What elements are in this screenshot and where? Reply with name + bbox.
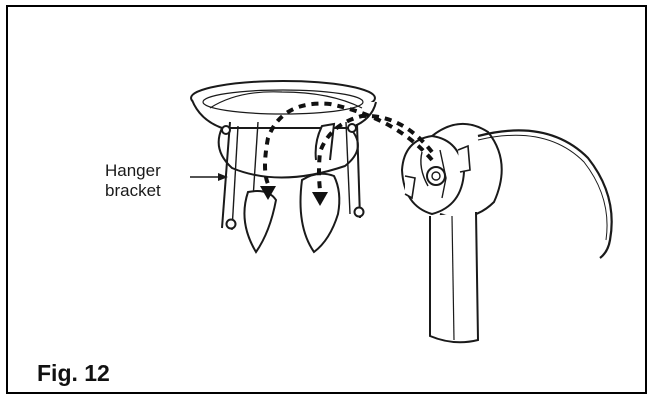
- power-cable: [477, 129, 613, 259]
- motion-arrowheads: [260, 186, 328, 206]
- ceiling-canopy: [190, 80, 377, 129]
- callout-leader: [190, 173, 228, 181]
- figure-caption: Fig. 12: [37, 360, 110, 386]
- motion-arrow-left: [263, 101, 434, 185]
- callout-arrowhead: [218, 173, 228, 181]
- hanger-bracket-label-line-2: bracket: [105, 181, 161, 200]
- fan-motor-pulley: [400, 122, 503, 218]
- motion-arrows: [263, 101, 434, 191]
- motion-arrow-right: [317, 113, 434, 191]
- arrowhead-left: [260, 186, 276, 200]
- arrowhead-right: [312, 192, 328, 206]
- hanger-bracket-label: Hanger bracket: [105, 161, 197, 201]
- hanger-bracket-label-line-1: Hanger: [105, 161, 161, 180]
- hook-tabs: [243, 122, 341, 254]
- down-rod: [429, 211, 480, 344]
- hanger-bracket: [217, 121, 365, 231]
